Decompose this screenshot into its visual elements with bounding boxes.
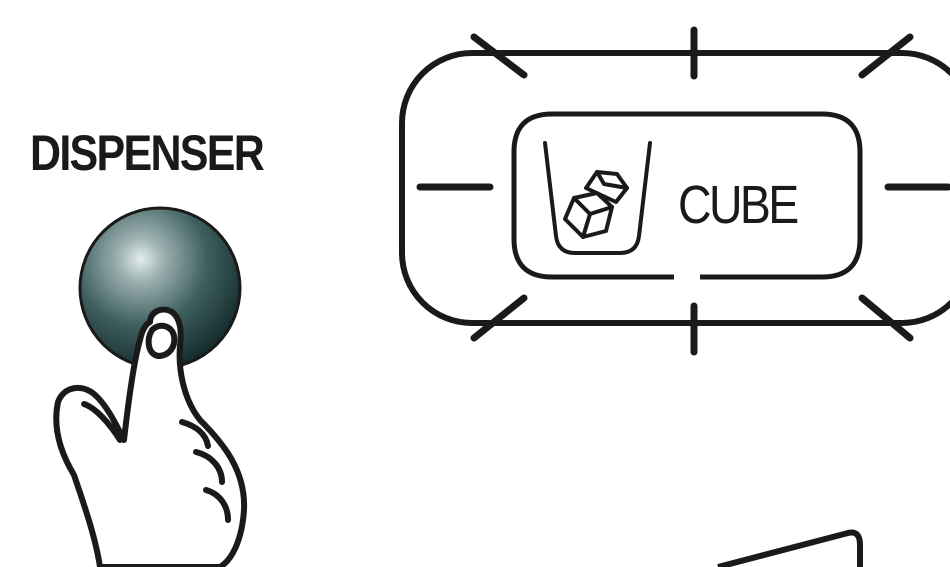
partial-arrow-shape (717, 529, 863, 567)
ice-cube-cup-icon (543, 141, 652, 255)
pressing-hand-icon (53, 306, 248, 567)
blinking-rays-icon (416, 26, 950, 356)
indicator-outer-frame (399, 50, 950, 326)
dispenser-label: DISPENSER (30, 125, 265, 181)
cube-mode-label: CUBE (678, 175, 799, 235)
indicator-inner-frame (511, 111, 863, 280)
